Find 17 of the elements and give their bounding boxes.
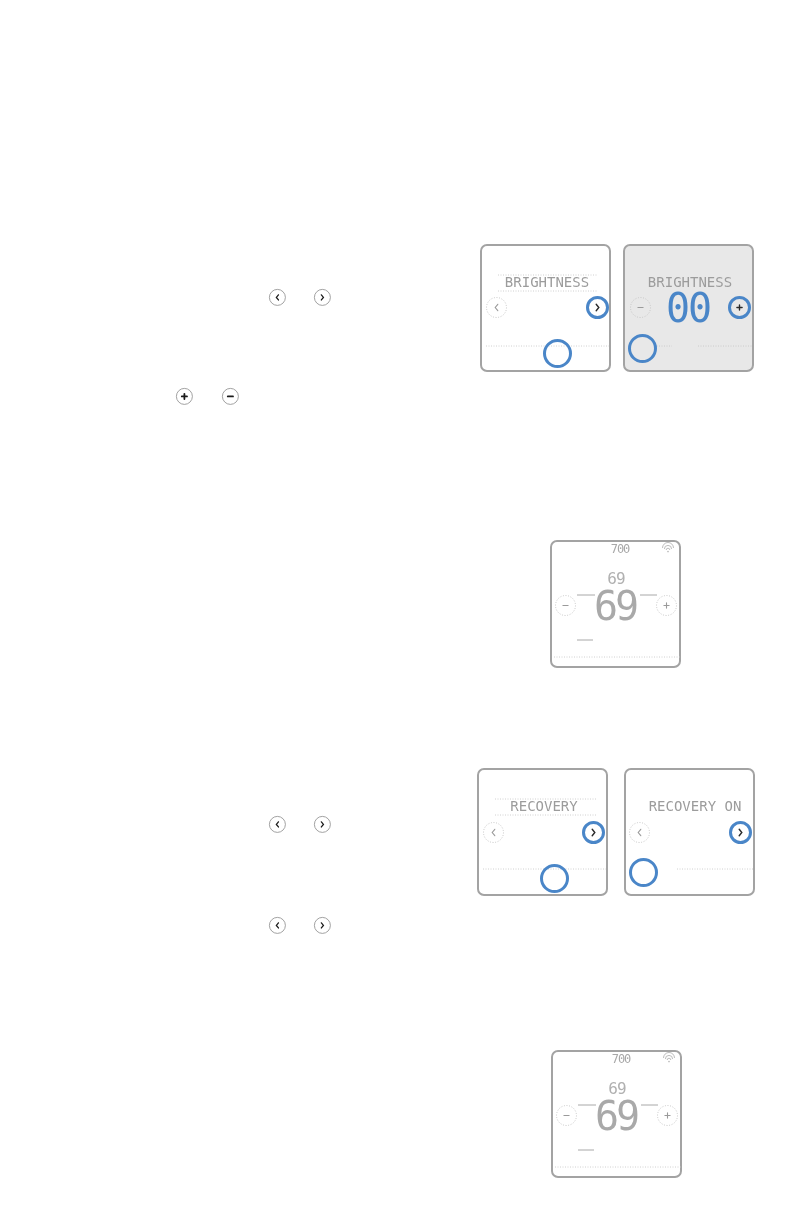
- temperature-readout: 69: [594, 1096, 638, 1136]
- thermostat-screen: [623, 244, 754, 372]
- thermostat-screen: [480, 244, 611, 372]
- thermostat-screen: [550, 540, 681, 668]
- thermostat-screen: [624, 768, 755, 896]
- thermostat-screen: [551, 1050, 682, 1178]
- display-text: RECOVERY ON: [648, 799, 742, 813]
- display-text: RECOVERY: [510, 799, 578, 813]
- setpoint-readout: 69: [608, 1081, 626, 1097]
- display-value: 00: [665, 288, 711, 328]
- display-text: BRIGHTNESS: [504, 275, 590, 289]
- clock-readout: 700: [610, 543, 630, 555]
- display-text: BRIGHTNESS: [647, 275, 733, 289]
- temperature-readout: 69: [593, 586, 637, 626]
- thermostat-screen: [477, 768, 608, 896]
- setpoint-readout: 69: [607, 571, 625, 587]
- clock-readout: 700: [611, 1053, 631, 1065]
